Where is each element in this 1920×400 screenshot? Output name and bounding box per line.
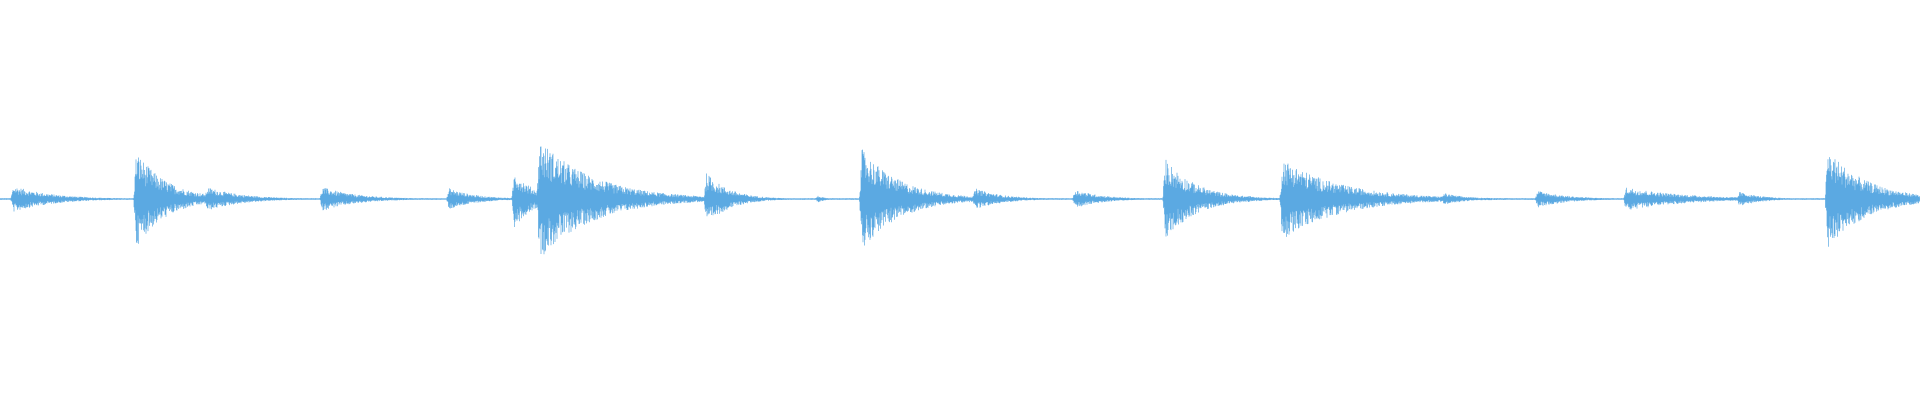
waveform-signal [0, 146, 1920, 255]
waveform-trace [0, 146, 1920, 255]
